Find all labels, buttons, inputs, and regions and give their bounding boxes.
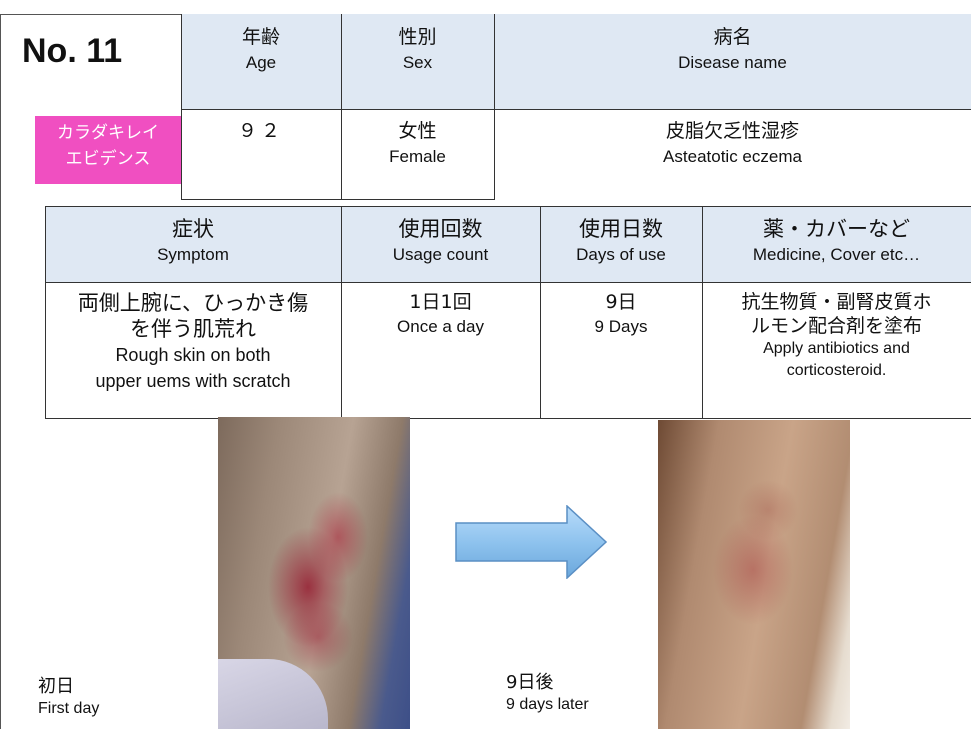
value-days-of-use: 9日 9 Days: [594, 291, 648, 336]
after-caption: 9日後 9 days later: [506, 672, 589, 713]
header-days-of-use: 使用日数 Days of use: [576, 217, 666, 264]
value-disease-name: 皮脂欠乏性湿疹 Asteatotic eczema: [663, 120, 802, 166]
case-number: No. 11: [22, 32, 123, 70]
value-age: ９２: [237, 120, 284, 142]
header-medicine: 薬・カバーなど Medicine, Cover etc…: [752, 217, 921, 264]
before-photo: [218, 417, 410, 729]
value-symptom: 両側上腕に、ひっかき傷 を伴う肌荒れ Rough skin on both up…: [77, 291, 309, 391]
value-medicine: 抗生物質・副腎皮質ホ ルモン配合剤を塗布 Apply antibiotics a…: [741, 291, 932, 379]
header-sex: 性別 Sex: [398, 26, 437, 72]
value-usage-count: 1日1回 Once a day: [397, 291, 484, 336]
value-sex: 女性 Female: [389, 120, 446, 166]
treatment-header-row: [45, 206, 971, 282]
right-arrow-icon: [455, 505, 607, 579]
header-age: 年齢 Age: [241, 26, 280, 72]
after-photo: [658, 420, 850, 729]
treatment-table: 症状 Symptom 使用回数 Usage count 使用日数 Days of…: [45, 206, 971, 419]
evidence-badge: カラダキレイ エビデンス: [35, 116, 181, 184]
header-disease-name: 病名 Disease name: [678, 26, 787, 72]
before-photo-cloth: [218, 659, 328, 729]
patient-info-header-row: [181, 14, 971, 109]
before-caption: 初日 First day: [38, 676, 100, 717]
header-symptom: 症状 Symptom: [157, 217, 229, 264]
header-usage-count: 使用回数 Usage count: [392, 217, 489, 264]
frame-left-border: [0, 14, 1, 729]
patient-info-table: 年齢 Age 性別 Sex 病名 Disease name ９２ 女性 Fema…: [181, 14, 971, 200]
